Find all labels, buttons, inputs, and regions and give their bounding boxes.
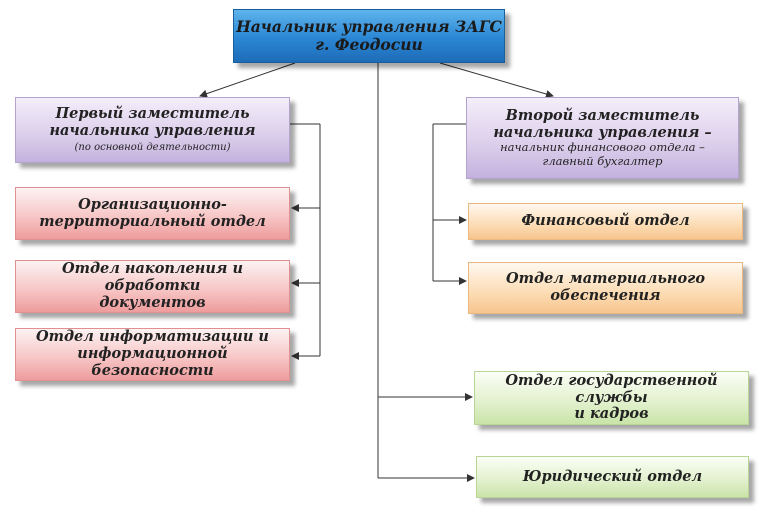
dept-label-line1: Финансовый отдел: [521, 212, 690, 230]
dept-label-line1: Отдел материального: [505, 270, 705, 288]
dept-label-line1: Юридический отдел: [522, 467, 703, 485]
dept-label-line2: и кадров: [574, 405, 649, 423]
second-deputy-line3: начальник финансового отдела –: [500, 140, 705, 155]
documents-dept-box: Отдел накопления и обработки документов: [15, 260, 290, 313]
dept-label-line2: информационной безопасности: [77, 345, 228, 379]
head-title-line1: Начальник управления ЗАГС: [236, 17, 502, 37]
connector-head-deputy2: [439, 62, 554, 98]
finance-dept-box: Финансовый отдел: [468, 203, 743, 240]
dept-label-line1: Организационно-: [78, 195, 227, 213]
second-deputy-box: Второй заместитель начальника управления…: [466, 97, 739, 179]
second-deputy-line4: главный бухгалтер: [542, 153, 663, 168]
first-deputy-note: (по основной деятельности): [74, 142, 231, 154]
info-security-dept-box: Отдел информатизации и информационной бе…: [15, 328, 290, 381]
connector-head-deputy1: [199, 62, 296, 98]
legal-dept-box: Юридический отдел: [476, 456, 749, 498]
dept-label-line1: Отдел накопления и обработки: [61, 260, 244, 295]
first-deputy-line2: начальника управления: [49, 121, 256, 139]
first-deputy-line1: Первый заместитель: [55, 105, 250, 123]
second-deputy-line1: Второй заместитель: [505, 107, 700, 125]
dept-label-line1: Отдел государственной службы: [505, 371, 718, 406]
civil-service-hr-dept-box: Отдел государственной службы и кадров: [474, 371, 749, 425]
head-title-line2: г. Феодосии: [315, 35, 423, 54]
dept-label-line1: Отдел информатизации и: [36, 328, 269, 346]
head-box: Начальник управления ЗАГС г. Феодосии: [233, 9, 505, 63]
dept-label-line2: документов: [99, 293, 206, 311]
material-supply-dept-box: Отдел материального обеспечения: [468, 262, 743, 314]
dept-label-line2: территориальный отдел: [39, 212, 266, 230]
org-territorial-dept-box: Организационно- территориальный отдел: [15, 187, 290, 240]
first-deputy-box: Первый заместитель начальника управления…: [15, 97, 290, 163]
dept-label-line2: обеспечения: [550, 287, 661, 304]
second-deputy-line2: начальника управления –: [493, 123, 712, 141]
